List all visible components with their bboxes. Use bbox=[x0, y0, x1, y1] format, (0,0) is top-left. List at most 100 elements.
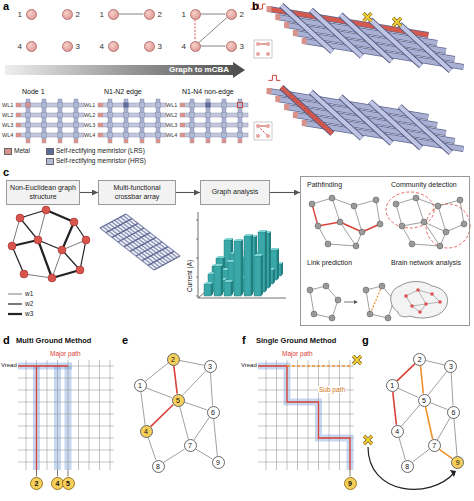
connector bbox=[399, 437, 405, 459]
connector bbox=[412, 450, 429, 463]
metal-pad bbox=[26, 139, 30, 143]
line-name: WL4 bbox=[84, 132, 95, 138]
memristor-cell bbox=[238, 123, 243, 128]
graph-dot bbox=[367, 311, 373, 317]
graph-dot bbox=[363, 287, 369, 293]
connector bbox=[437, 418, 450, 440]
graph-node: 5 bbox=[418, 394, 431, 407]
line-name: WL4 bbox=[2, 132, 13, 138]
current-bar bbox=[204, 282, 213, 284]
graph-dot bbox=[323, 283, 329, 289]
bit-line bbox=[370, 102, 421, 148]
memristor-cell bbox=[42, 103, 47, 108]
connector bbox=[141, 392, 145, 425]
major-path bbox=[258, 366, 350, 470]
memristor-cell bbox=[124, 113, 129, 118]
graph-edge bbox=[376, 200, 380, 224]
legend-swatch bbox=[4, 148, 12, 155]
memristor-cell bbox=[42, 123, 47, 128]
x-mark bbox=[353, 356, 361, 364]
graph-dot bbox=[337, 219, 343, 225]
node-number: 6 bbox=[451, 409, 455, 416]
bit-line bbox=[308, 360, 309, 470]
panel-letter: f bbox=[242, 334, 246, 347]
transform-arrow bbox=[354, 300, 358, 304]
connector bbox=[270, 192, 300, 193]
panel-heading: Link prediction bbox=[307, 259, 387, 267]
graph-node: 9 bbox=[212, 456, 225, 469]
weighted-edge bbox=[38, 210, 46, 240]
graph-dot bbox=[70, 218, 78, 226]
pulse-source bbox=[268, 75, 280, 80]
current-bar bbox=[211, 282, 213, 296]
graph-dot bbox=[413, 195, 419, 201]
graph-dot bbox=[58, 246, 66, 254]
node-number: 4 bbox=[144, 428, 148, 435]
node-number: 2 bbox=[158, 9, 162, 20]
arrowhead bbox=[450, 470, 456, 477]
metal-pad bbox=[98, 123, 103, 127]
word-line bbox=[16, 133, 84, 137]
bit-line bbox=[340, 97, 391, 143]
graph-dot bbox=[359, 229, 365, 235]
node-number: 4 bbox=[18, 41, 22, 52]
memristor-cell bbox=[74, 103, 79, 108]
predicted-link bbox=[370, 286, 382, 314]
memristor-cell bbox=[74, 133, 79, 138]
graph-inset bbox=[254, 40, 272, 58]
graph-dot bbox=[20, 270, 28, 278]
memristor-cell bbox=[26, 113, 31, 118]
graph-node: 4 bbox=[140, 425, 153, 438]
memristor-cell bbox=[238, 133, 243, 138]
graph-edge bbox=[412, 244, 440, 246]
bit-line bbox=[400, 24, 451, 70]
x-mark bbox=[363, 13, 371, 21]
current-bar bbox=[270, 248, 279, 250]
axis-tick bbox=[196, 258, 198, 259]
memristor-cell bbox=[26, 133, 31, 138]
box-label: Non-Euclidean graph structure bbox=[10, 184, 76, 200]
connector bbox=[151, 405, 174, 427]
connector bbox=[176, 192, 200, 193]
current-band bbox=[33, 366, 40, 470]
legend-swatch bbox=[46, 148, 54, 155]
bit-line bbox=[124, 99, 128, 143]
arrow-shape bbox=[5, 62, 245, 78]
graph-dot bbox=[409, 241, 415, 247]
word-line bbox=[98, 123, 166, 127]
graph-edge bbox=[310, 290, 314, 314]
node-number: 3 bbox=[449, 363, 453, 370]
connector bbox=[148, 437, 156, 460]
axis-tick bbox=[196, 239, 198, 240]
graph-edge bbox=[460, 200, 464, 224]
x-mark bbox=[353, 356, 361, 364]
word-line bbox=[258, 414, 354, 415]
metal-pad bbox=[16, 113, 21, 117]
word-line bbox=[18, 438, 114, 439]
word-line bbox=[180, 133, 248, 137]
callout-label: N1-N2 edge bbox=[104, 88, 142, 96]
graph-dot bbox=[457, 197, 463, 203]
bit-line bbox=[47, 360, 48, 470]
graph-dot bbox=[311, 311, 317, 317]
graph-dot bbox=[404, 294, 408, 298]
node-number: 5 bbox=[422, 397, 426, 404]
x-mark bbox=[393, 18, 401, 26]
legend-text: w1 bbox=[25, 290, 33, 297]
metal-pad bbox=[180, 113, 185, 117]
graph-node: 6 bbox=[447, 406, 460, 419]
metal-pad bbox=[266, 88, 271, 94]
connector bbox=[199, 18, 227, 43]
current-bar bbox=[265, 230, 267, 292]
node-number: 4 bbox=[56, 480, 60, 487]
line-name: WL3 bbox=[2, 122, 13, 128]
curved-arrow bbox=[368, 447, 454, 489]
metal-pad bbox=[190, 139, 194, 143]
process-box: Graph analysis bbox=[200, 180, 270, 205]
current-bar bbox=[251, 234, 253, 296]
node-number: 3 bbox=[76, 41, 80, 52]
graph-node: 9 bbox=[451, 456, 464, 469]
transform-arrow bbox=[344, 302, 354, 303]
connector bbox=[182, 371, 205, 395]
graph-dot bbox=[351, 203, 357, 209]
